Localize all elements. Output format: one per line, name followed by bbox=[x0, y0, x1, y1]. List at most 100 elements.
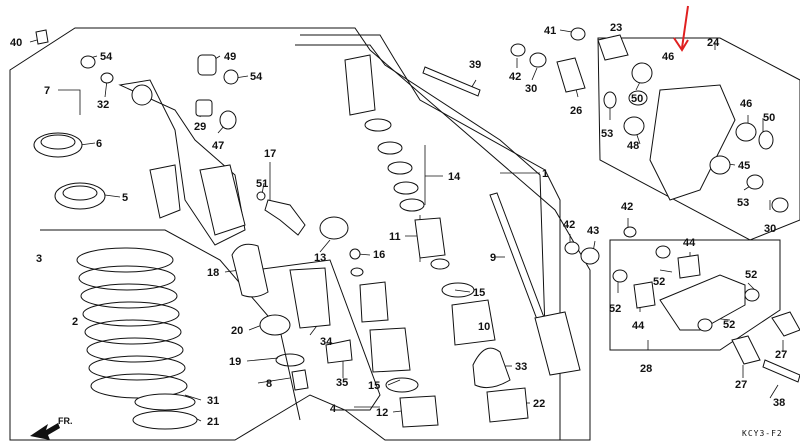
outline-3 bbox=[40, 229, 301, 421]
label-30: 30 bbox=[525, 83, 537, 95]
part-spring-2 bbox=[76, 247, 188, 399]
label-18: 18 bbox=[207, 267, 219, 279]
part-54b bbox=[223, 69, 239, 85]
label-23: 23 bbox=[610, 22, 622, 34]
label-24: 24 bbox=[707, 37, 720, 49]
label-13: 13 bbox=[314, 252, 326, 264]
part-22 bbox=[486, 387, 529, 423]
part-21 bbox=[132, 410, 198, 430]
link-box-outline bbox=[609, 239, 781, 351]
label-41: 41 bbox=[544, 25, 556, 37]
label-44: 44 bbox=[683, 237, 696, 249]
part-42c bbox=[623, 226, 637, 238]
part-locknut-5 bbox=[54, 182, 106, 210]
part-link-arm bbox=[659, 274, 746, 331]
label-47: 47 bbox=[212, 140, 224, 152]
label-17: 17 bbox=[264, 148, 276, 160]
part-52d bbox=[697, 318, 713, 332]
part-19 bbox=[275, 353, 305, 367]
label-33: 33 bbox=[515, 361, 527, 373]
part-52b bbox=[612, 269, 628, 283]
part-43 bbox=[580, 247, 600, 265]
part-41 bbox=[570, 27, 586, 41]
part-46 bbox=[631, 62, 653, 84]
part-49 bbox=[197, 54, 217, 76]
label-8: 8 bbox=[266, 378, 272, 390]
part-30b bbox=[771, 197, 789, 213]
label-43: 43 bbox=[587, 225, 599, 237]
part-15 bbox=[441, 282, 475, 298]
part-32 bbox=[100, 72, 114, 84]
part-42b bbox=[564, 241, 580, 255]
label-27b: 27 bbox=[775, 349, 787, 361]
part-bladder-18 bbox=[231, 243, 269, 298]
label-49: 49 bbox=[224, 51, 236, 63]
label-5: 5 bbox=[122, 192, 128, 204]
part-33 bbox=[472, 347, 511, 389]
label-51: 51 bbox=[256, 178, 268, 190]
label-30b: 30 bbox=[764, 223, 776, 235]
label-54b: 54 bbox=[250, 71, 263, 83]
label-46b: 46 bbox=[740, 98, 752, 110]
label-3: 3 bbox=[36, 253, 42, 265]
label-28: 28 bbox=[640, 363, 652, 375]
label-1: 1 bbox=[542, 168, 548, 180]
label-29: 29 bbox=[194, 121, 206, 133]
label-52b: 52 bbox=[745, 269, 757, 281]
label-39: 39 bbox=[469, 59, 481, 71]
label-6: 6 bbox=[96, 138, 102, 150]
part-label-34 bbox=[289, 267, 331, 329]
label-14: 14 bbox=[448, 171, 461, 183]
shock-group-outline bbox=[9, 27, 591, 441]
label-9: 9 bbox=[490, 252, 496, 264]
part-stack-14 bbox=[344, 54, 450, 270]
label-53: 53 bbox=[601, 128, 613, 140]
label-34: 34 bbox=[320, 336, 333, 348]
part-48 bbox=[623, 116, 645, 136]
part-45 bbox=[709, 155, 731, 175]
part-labels: 40 54 7 32 6 5 3 2 49 54 29 47 17 51 18 … bbox=[10, 22, 787, 428]
part-link-24 bbox=[649, 84, 736, 201]
part-bolt-38 bbox=[762, 359, 800, 383]
part-30 bbox=[529, 52, 547, 68]
part-46b bbox=[735, 122, 757, 142]
part-52 bbox=[655, 245, 671, 259]
part-shock-body-7 bbox=[118, 79, 246, 246]
assembly-outlines bbox=[9, 27, 800, 441]
label-22: 22 bbox=[533, 398, 545, 410]
label-12: 12 bbox=[376, 407, 388, 419]
part-29 bbox=[195, 99, 213, 117]
part-52c bbox=[744, 288, 760, 302]
part-cap-40 bbox=[35, 29, 49, 45]
label-52: 52 bbox=[653, 276, 665, 288]
label-42b: 42 bbox=[563, 219, 575, 231]
label-7: 7 bbox=[44, 85, 50, 97]
part-27 bbox=[731, 335, 761, 365]
label-20: 20 bbox=[231, 325, 243, 337]
label-10: 10 bbox=[478, 321, 490, 333]
label-45: 45 bbox=[738, 160, 750, 172]
part-54 bbox=[80, 55, 96, 69]
part-35 bbox=[325, 339, 353, 364]
fr-arrow-icon bbox=[30, 423, 60, 440]
part-50b bbox=[758, 130, 774, 150]
label-21: 21 bbox=[207, 416, 219, 428]
part-44 bbox=[677, 254, 701, 279]
label-48: 48 bbox=[627, 140, 639, 152]
label-38: 38 bbox=[773, 397, 785, 409]
label-27: 27 bbox=[735, 379, 747, 391]
part-53b bbox=[746, 174, 764, 190]
label-54: 54 bbox=[100, 51, 113, 63]
part-50 bbox=[628, 90, 648, 106]
label-26: 26 bbox=[570, 105, 582, 117]
label-15b: 15 bbox=[368, 380, 380, 392]
label-42: 42 bbox=[509, 71, 521, 83]
part-13 bbox=[319, 216, 349, 240]
part-10 bbox=[451, 299, 496, 346]
label-11: 11 bbox=[389, 231, 401, 243]
part-8 bbox=[291, 369, 309, 391]
part-51 bbox=[256, 191, 266, 201]
label-52d: 52 bbox=[723, 319, 735, 331]
label-35: 35 bbox=[336, 377, 348, 389]
